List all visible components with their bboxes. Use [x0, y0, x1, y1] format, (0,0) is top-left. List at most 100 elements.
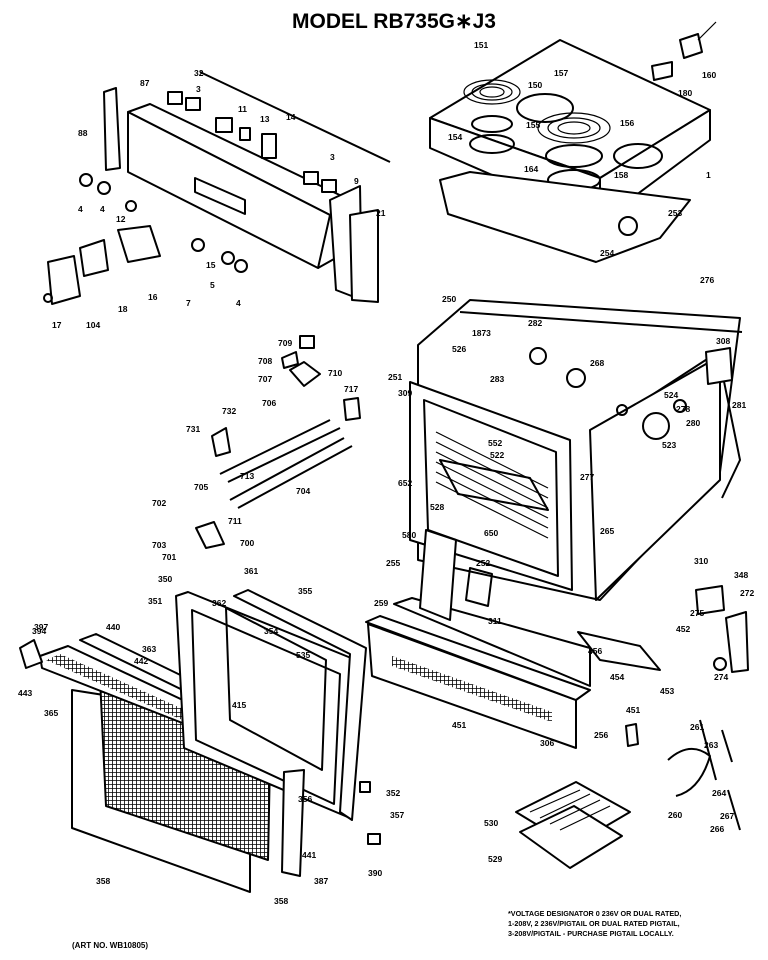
part-label-580: 580	[402, 530, 416, 540]
part-label-352: 352	[386, 788, 400, 798]
part-label-706: 706	[262, 398, 276, 408]
part-label-156: 156	[620, 118, 634, 128]
part-label-265: 265	[600, 526, 614, 536]
part-label-440: 440	[106, 622, 120, 632]
part-label-11: 11	[238, 104, 247, 114]
part-label-731: 731	[186, 424, 200, 434]
part-label-272: 272	[740, 588, 754, 598]
part-label-4: 4	[78, 204, 83, 214]
part-label-306: 306	[540, 738, 554, 748]
part-label-650: 650	[484, 528, 498, 538]
part-label-268: 268	[590, 358, 604, 368]
part-label-394: 394	[32, 626, 46, 636]
part-label-7: 7	[186, 298, 191, 308]
part-label-397: 397	[34, 622, 48, 632]
part-label-522: 522	[490, 450, 504, 460]
part-label-88: 88	[78, 128, 88, 138]
part-label-452: 452	[676, 624, 690, 634]
part-label-18: 18	[118, 304, 128, 314]
part-label-523: 523	[662, 440, 676, 450]
part-label-308: 308	[716, 336, 730, 346]
part-label-154: 154	[448, 132, 462, 142]
part-label-160: 160	[702, 70, 716, 80]
part-label-443: 443	[18, 688, 32, 698]
part-label-15: 15	[206, 260, 216, 270]
part-label-711: 711	[228, 516, 242, 526]
part-label-703: 703	[152, 540, 166, 550]
part-label-264: 264	[712, 788, 726, 798]
part-label-12: 12	[116, 214, 126, 224]
part-label-274: 274	[714, 672, 728, 682]
part-label-310: 310	[694, 556, 708, 566]
part-label-350: 350	[158, 574, 172, 584]
part-label-266: 266	[710, 824, 724, 834]
part-label-263: 263	[704, 740, 718, 750]
part-label-278: 278	[676, 404, 690, 414]
art-number: (ART NO. WB10805)	[72, 941, 148, 950]
part-label-526: 526	[452, 344, 466, 354]
part-label-255: 255	[386, 558, 400, 568]
part-label-261: 261	[690, 722, 704, 732]
part-label-17: 17	[52, 320, 62, 330]
part-label-709: 709	[278, 338, 292, 348]
part-label-151: 151	[474, 40, 488, 50]
part-label-250: 250	[442, 294, 456, 304]
part-label-3: 3	[330, 152, 335, 162]
voltage-note-line-3: 3-208V/PIGTAIL - PURCHASE PIGTAIL LOCALL…	[508, 929, 674, 938]
voltage-note-line-2: 1-208V, 2 236V/PIGTAIL OR DUAL RATED PIG…	[508, 919, 680, 928]
part-label-530: 530	[484, 818, 498, 828]
part-label-180: 180	[678, 88, 692, 98]
storage-drawer-assembly	[365, 529, 661, 749]
part-label-732: 732	[222, 406, 236, 416]
part-label-276: 276	[700, 275, 714, 285]
part-label-5: 5	[210, 280, 215, 290]
part-label-1873: 1873	[472, 328, 491, 338]
part-label-164: 164	[524, 164, 538, 174]
part-label-87: 87	[140, 78, 150, 88]
part-label-351: 351	[148, 596, 162, 606]
part-label-361: 361	[244, 566, 258, 576]
oven-door-assembly	[19, 589, 381, 893]
part-label-701: 701	[162, 552, 176, 562]
part-label-704: 704	[296, 486, 310, 496]
part-label-3: 3	[196, 84, 201, 94]
part-label-158: 158	[614, 170, 628, 180]
part-label-535: 535	[296, 650, 310, 660]
part-label-717: 717	[344, 384, 358, 394]
lower-parts	[515, 585, 749, 869]
part-label-4: 4	[100, 204, 105, 214]
part-label-283: 283	[490, 374, 504, 384]
part-label-348: 348	[734, 570, 748, 580]
part-label-256: 256	[594, 730, 608, 740]
part-label-365: 365	[44, 708, 58, 718]
part-label-9: 9	[354, 176, 359, 186]
part-label-442: 442	[134, 656, 148, 666]
part-label-1: 1	[706, 170, 711, 180]
page-title: MODEL RB735G∗J3	[292, 10, 496, 33]
part-label-454: 454	[610, 672, 624, 682]
part-label-280: 280	[686, 418, 700, 428]
part-label-552: 552	[488, 438, 502, 448]
part-label-390: 390	[368, 868, 382, 878]
part-label-713: 713	[240, 471, 254, 481]
part-label-705: 705	[194, 482, 208, 492]
part-label-4: 4	[236, 298, 241, 308]
part-label-14: 14	[286, 112, 296, 122]
part-label-150: 150	[528, 80, 542, 90]
part-label-358: 358	[274, 896, 288, 906]
part-label-281: 281	[732, 400, 746, 410]
part-label-524: 524	[664, 390, 678, 400]
part-label-355: 355	[298, 586, 312, 596]
part-label-104: 104	[86, 320, 100, 330]
part-label-311: 311	[488, 616, 502, 626]
voltage-note-line-1: *VOLTAGE DESIGNATOR 0 236V OR DUAL RATED…	[508, 909, 681, 918]
oven-element-assembly	[195, 335, 361, 549]
part-label-441: 441	[302, 850, 316, 860]
part-label-529: 529	[488, 854, 502, 864]
part-label-528: 528	[430, 502, 444, 512]
part-label-707: 707	[258, 374, 272, 384]
part-label-155: 155	[526, 120, 540, 130]
